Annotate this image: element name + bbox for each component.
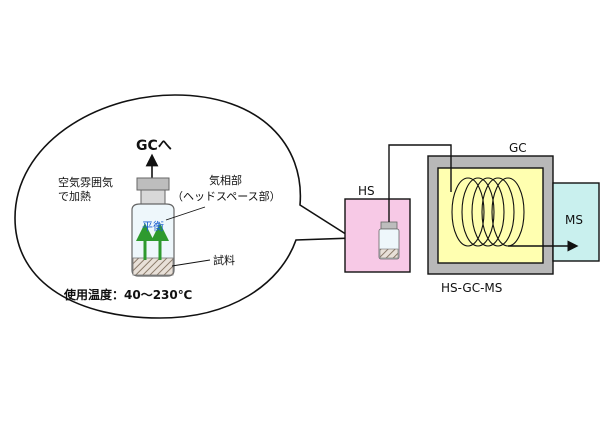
equilibrium-arrows (136, 223, 169, 260)
gc-unit (427, 155, 554, 275)
transfer-line (388, 144, 452, 222)
heating-label-line1: 空気雰囲気 (58, 175, 113, 189)
gas-phase-leader (165, 206, 206, 221)
gc-label: GC (509, 141, 527, 155)
zoom-bubble (14, 94, 355, 319)
gc-column-coil (451, 177, 525, 247)
gas-phase-label-line1: 気相部 (209, 173, 242, 187)
sample-layer (132, 257, 174, 276)
vial-small (378, 221, 400, 260)
heating-label-line2: で加熱 (58, 190, 91, 203)
hs-unit (344, 198, 411, 273)
sample-label: 試料 (213, 253, 235, 267)
system-label: HS-GC-MS (441, 281, 502, 295)
gc-outlet-label: GCへ (136, 138, 172, 154)
hs-label: HS (358, 184, 375, 198)
equilibrium-label: 平衡 (142, 220, 164, 233)
temperature-label: 使用温度：40～230℃ (63, 287, 192, 302)
gas-phase-label-line2: （ヘッドスペース部） (172, 189, 281, 203)
sample-leader (171, 259, 211, 267)
ms-label: MS (565, 213, 583, 227)
vial-enlarged (131, 177, 175, 277)
